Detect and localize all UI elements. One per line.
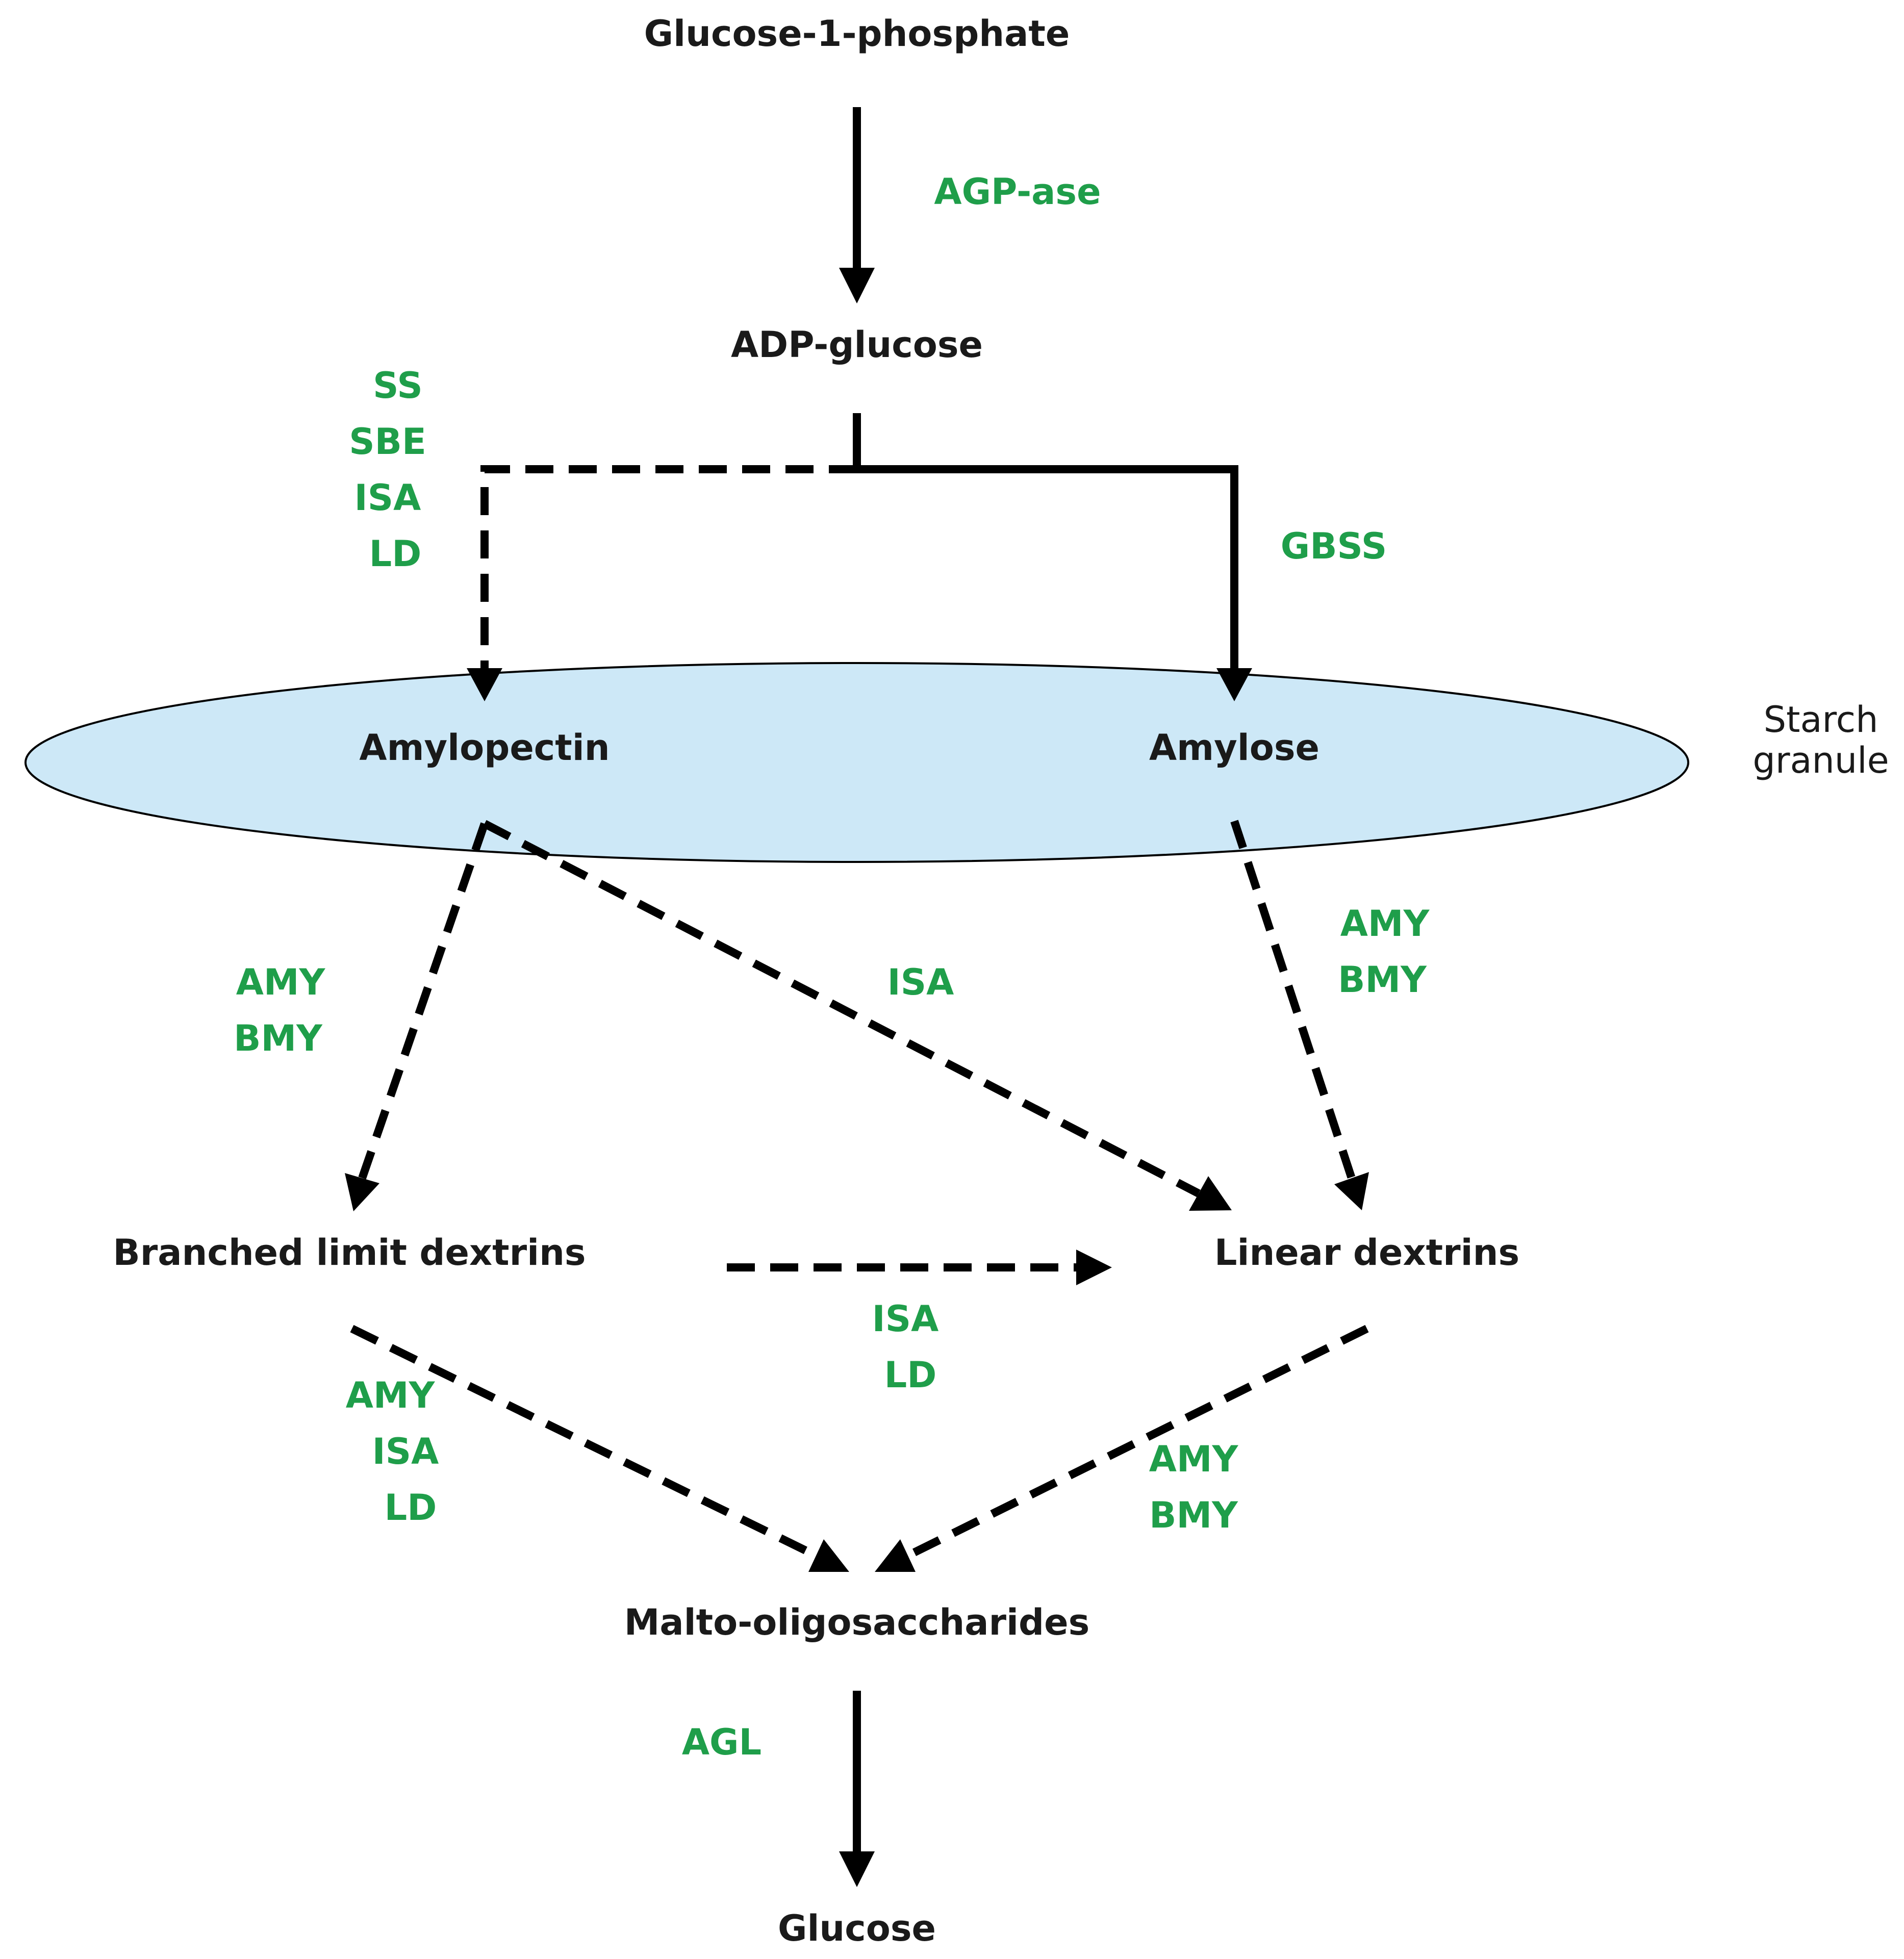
arrow-amylose-to-linear xyxy=(1230,820,1356,1180)
enzyme-bmy-amylose: BMY xyxy=(1338,959,1427,1001)
arrowhead-g1p-to-adpg xyxy=(839,268,875,303)
enzyme-isa-debranch: ISA xyxy=(887,961,954,1003)
enzyme-isa-synthesis: ISA xyxy=(354,477,421,519)
arrowhead-amylose-to-linear xyxy=(1334,1172,1369,1210)
enzyme-isa-branched: ISA xyxy=(372,1431,439,1472)
enzyme-ld-branched: LD xyxy=(385,1487,437,1529)
node-glucose-1-phosphate: Glucose-1-phosphate xyxy=(644,13,1070,55)
enzyme-amy-branched: AMY xyxy=(346,1375,436,1416)
node-linear-dextrins: Linear dextrins xyxy=(1214,1232,1519,1274)
arrow-linear-to-malto xyxy=(906,1325,1369,1560)
enzyme-ld-synthesis: LD xyxy=(369,533,422,575)
arrowhead-amylopectin-to-linear xyxy=(1189,1176,1232,1211)
node-malto-oligosaccharides: Malto-oligosaccharides xyxy=(624,1601,1090,1643)
enzyme-agp-ase: AGP-ase xyxy=(934,171,1101,213)
arrowhead-branched-to-malto xyxy=(808,1539,849,1572)
starch-granule xyxy=(24,662,1689,863)
node-glucose: Glucose xyxy=(778,1907,936,1949)
enzyme-gbss: GBSS xyxy=(1281,525,1387,567)
node-amylopectin: Amylopectin xyxy=(359,727,610,769)
enzyme-isa-dextrins: ISA xyxy=(872,1298,939,1340)
enzyme-bmy-amylopectin: BMY xyxy=(234,1017,323,1059)
arrowhead-adpg-to-amylose xyxy=(1216,668,1252,701)
node-amylose: Amylose xyxy=(1149,727,1319,769)
enzyme-sbe: SBE xyxy=(349,421,426,463)
arrowhead-malto-to-glucose xyxy=(839,1851,875,1887)
node-branched-limit-dextrins: Branched limit dextrins xyxy=(113,1232,586,1274)
arrowhead-branched-to-linear xyxy=(1076,1250,1112,1285)
arrow-amylopectin-to-linear xyxy=(483,820,1201,1198)
arrowhead-amylopectin-to-branched xyxy=(345,1173,379,1211)
enzyme-amy-amylose: AMY xyxy=(1340,903,1430,945)
arrow-adpg-to-amylopectin xyxy=(480,465,857,668)
arrow-amylopectin-to-branched xyxy=(358,822,489,1180)
granule-label-line1: Starch xyxy=(1764,699,1878,741)
arrowhead-linear-to-malto xyxy=(875,1539,916,1572)
enzyme-ss: SS xyxy=(373,365,423,406)
arrowhead-adpg-to-amylopectin xyxy=(467,668,502,701)
node-adp-glucose: ADP-glucose xyxy=(731,324,983,366)
enzyme-ld-dextrins: LD xyxy=(884,1354,937,1396)
granule-label-line2: granule xyxy=(1753,740,1889,781)
arrow-adpg-to-amylose xyxy=(857,465,1238,668)
enzyme-amy-amylopectin: AMY xyxy=(236,961,326,1003)
enzyme-agl: AGL xyxy=(682,1721,761,1763)
enzyme-amy-linear: AMY xyxy=(1149,1438,1239,1480)
enzyme-bmy-linear: BMY xyxy=(1149,1494,1238,1536)
